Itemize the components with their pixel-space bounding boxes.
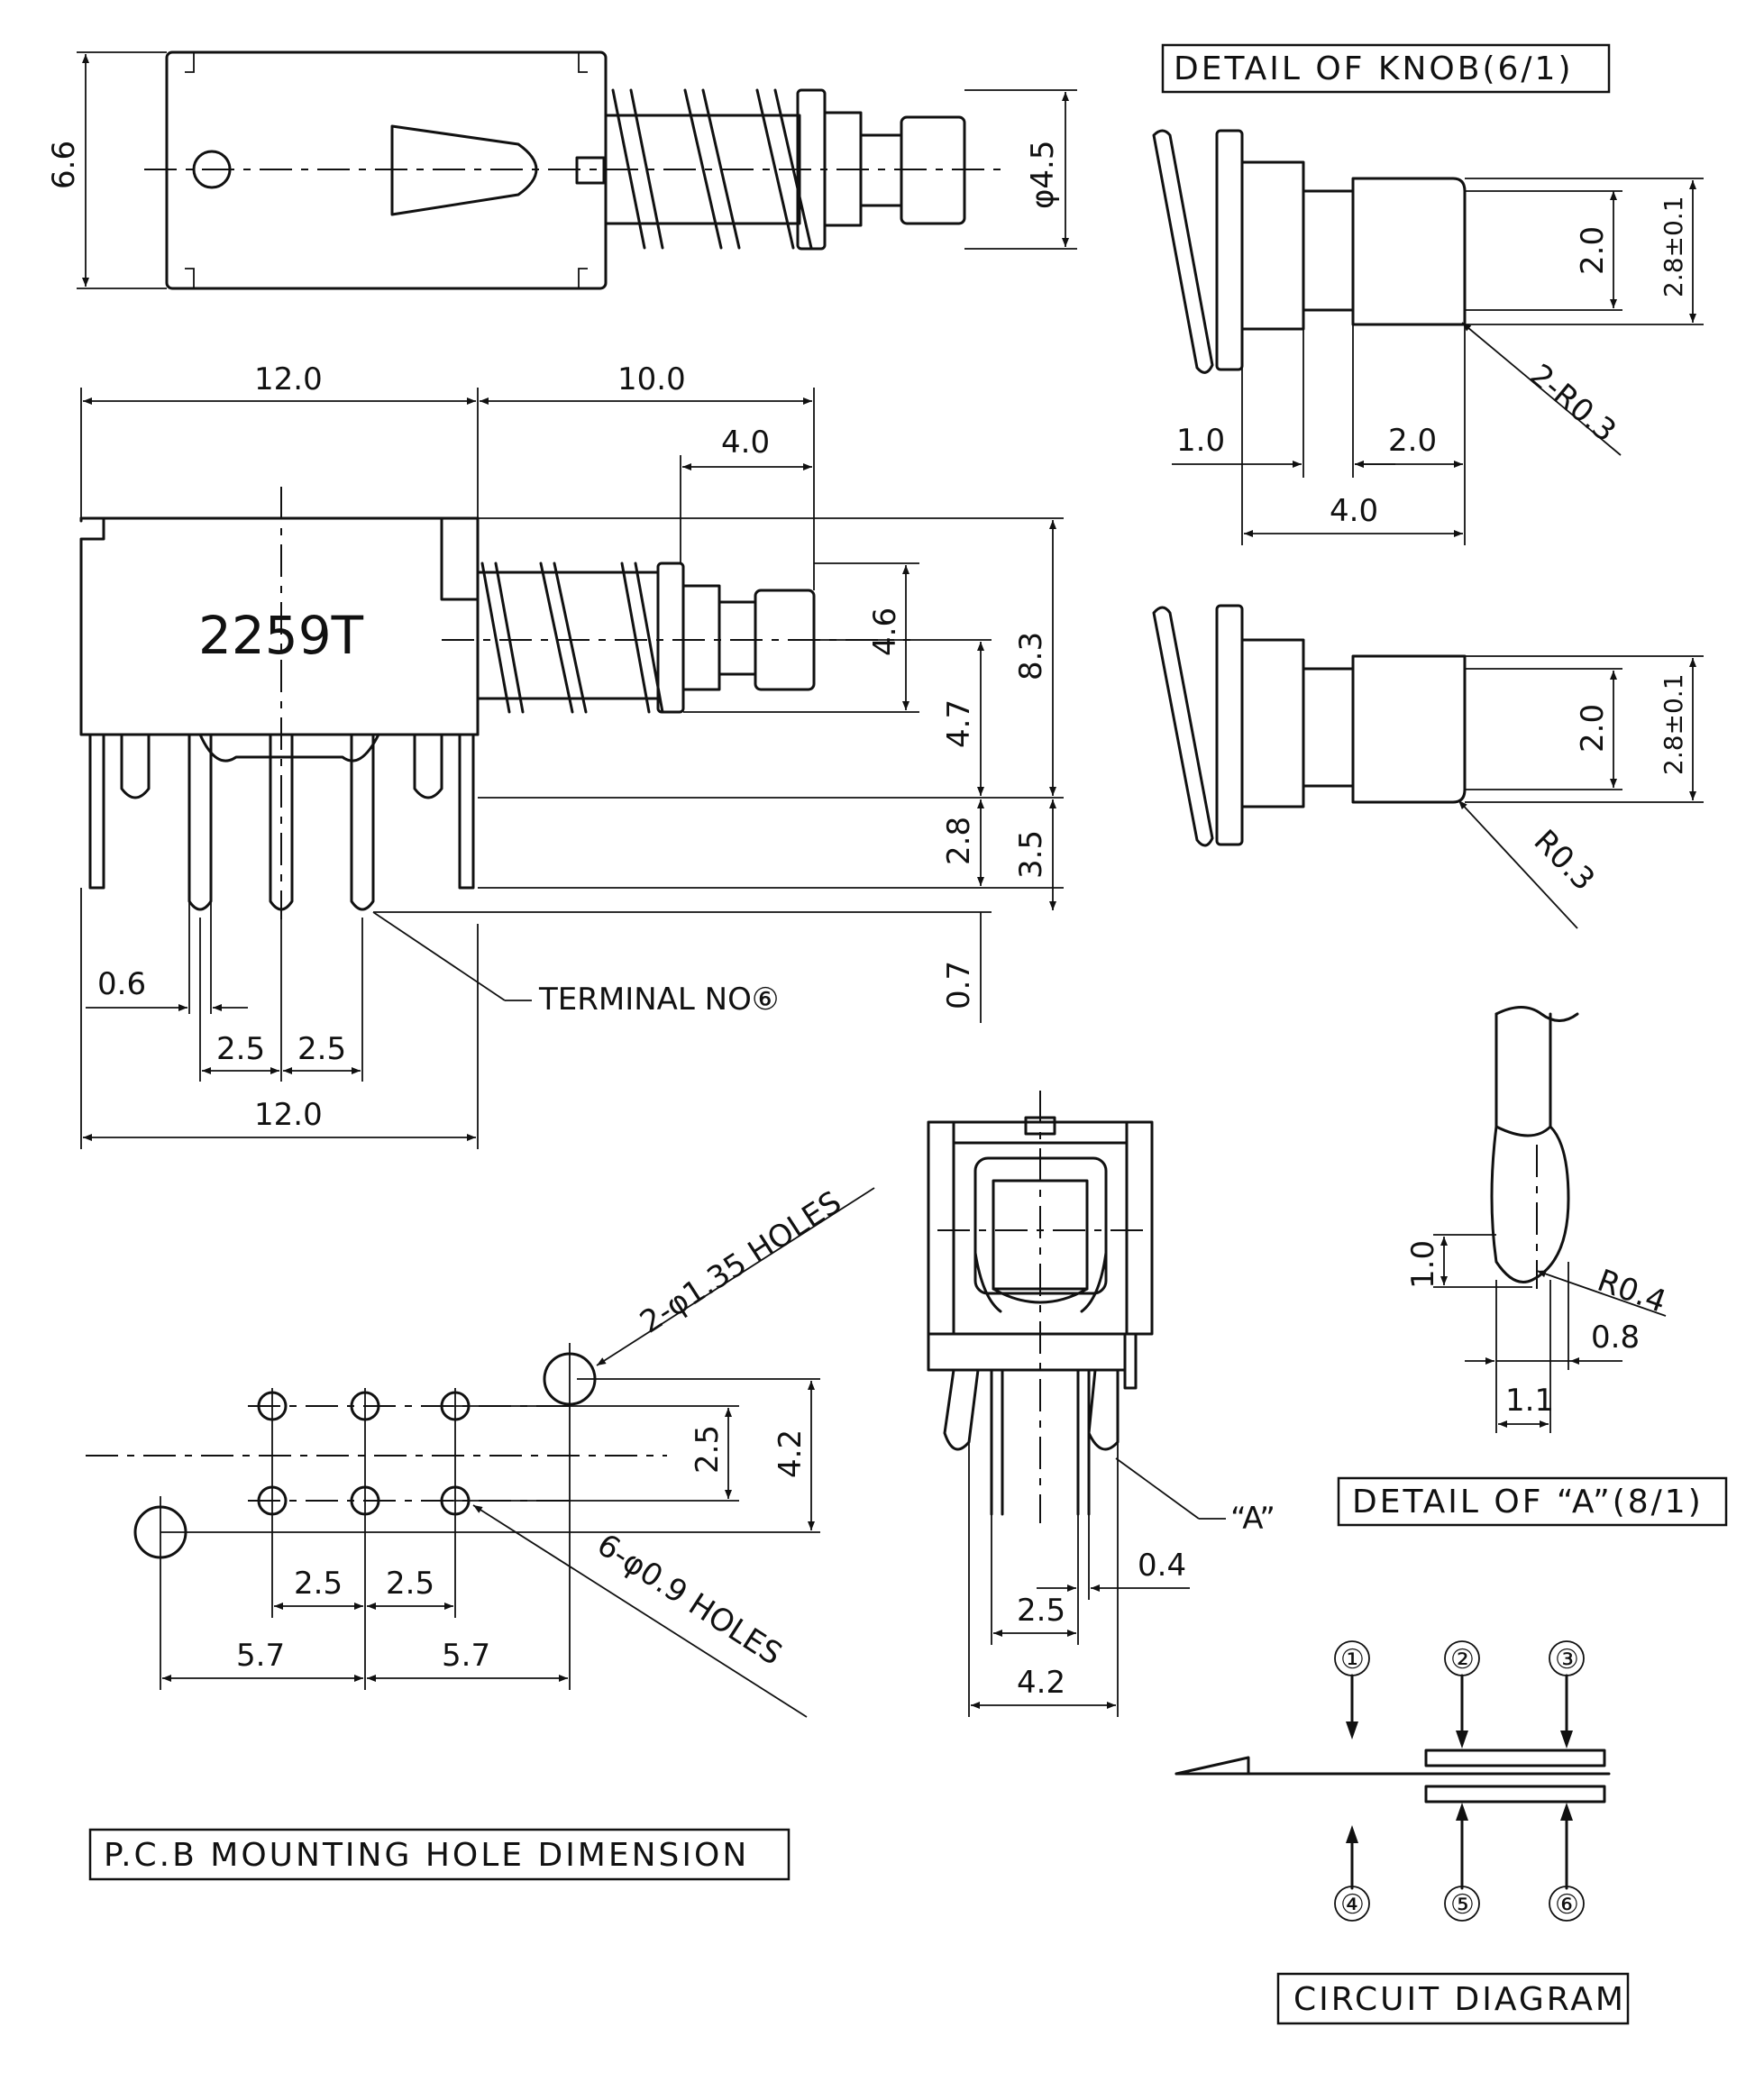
- terminal-callout: TERMINAL NO⑥: [538, 982, 779, 1018]
- detail-a-dim-1-0: 1.0: [1405, 1240, 1441, 1289]
- detail-a-dim-1-1: 1.1: [1505, 1383, 1554, 1419]
- pcb-dim-5-7a: 5.7: [236, 1638, 285, 1674]
- front-view: 2259T 12.0 10.0 4.0 4.6 8.3 4.7: [79, 361, 1064, 1149]
- dim-pitch-b: 2.5: [297, 1031, 346, 1067]
- terminal-4: ④: [1340, 1889, 1365, 1921]
- detail-knob-title: DETAIL OF KNOB(6/1): [1174, 50, 1574, 87]
- knob-detail-2-0: 2.0: [1575, 226, 1611, 275]
- pcb-title: P.C.B MOUNTING HOLE DIMENSION: [104, 1837, 749, 1874]
- terminal-3: ③: [1555, 1644, 1579, 1676]
- top-view: 6.6 φ4.5: [46, 50, 1077, 290]
- dim-top-height: 6.6: [46, 141, 82, 189]
- circuit-diagram: ① ② ③ ④ ⑤ ⑥ CIRCUIT DIAGRAM: [1174, 1640, 1630, 2025]
- detail-a: 1.0 R0.4 0.8 1.1 DETAIL OF “A”(8/1): [1337, 1006, 1728, 1527]
- pcb-dim-2-5v: 2.5: [690, 1425, 726, 1474]
- dim-width-plunger: 10.0: [617, 361, 686, 397]
- terminal-6: ⑥: [1555, 1889, 1579, 1921]
- dim-width-bottom: 12.0: [254, 1097, 323, 1133]
- knob-detail-2-0c: 2.0: [1575, 704, 1611, 753]
- dim-width-body: 12.0: [254, 361, 323, 397]
- knob-detail-2-0b: 2.0: [1388, 423, 1437, 459]
- side-dim-4-2: 4.2: [1017, 1665, 1065, 1701]
- terminal-1: ①: [1340, 1644, 1365, 1676]
- side-dim-0-4: 0.4: [1138, 1548, 1186, 1584]
- detail-knob: DETAIL OF KNOB(6/1) 2.0 2.8±0.1 2-R0.3 1…: [1152, 43, 1704, 929]
- holes-small-callout: 6-φ0.9 HOLES: [590, 1527, 788, 1673]
- knob-detail-1-0: 1.0: [1176, 423, 1225, 459]
- dim-knob-diameter: φ4.5: [1025, 141, 1061, 210]
- detail-a-dim-0-8: 0.8: [1591, 1320, 1640, 1356]
- dim-height-8-3: 8.3: [1013, 632, 1049, 680]
- dim-knob-height: 4.6: [867, 607, 903, 656]
- side-view: “A” 0.4 2.5 4.2: [927, 1091, 1275, 1717]
- terminal-5: ⑤: [1450, 1889, 1475, 1921]
- side-dim-2-5: 2.5: [1017, 1593, 1065, 1629]
- pcb-dim-2-5a: 2.5: [294, 1566, 343, 1602]
- dim-pin-width: 0.6: [97, 966, 146, 1002]
- dim-knob-length: 4.0: [721, 425, 770, 461]
- dim-height-4-7: 4.7: [941, 699, 977, 748]
- terminal-2: ②: [1450, 1644, 1475, 1676]
- dim-height-3-5: 3.5: [1013, 830, 1049, 879]
- knob-radius-2: 2-R0.3: [1522, 357, 1622, 449]
- circuit-title: CIRCUIT DIAGRAM: [1293, 1981, 1626, 2018]
- pcb-dim-4-2: 4.2: [772, 1429, 809, 1478]
- detail-a-callout: “A”: [1230, 1501, 1275, 1537]
- dim-height-0-7: 0.7: [941, 961, 977, 1009]
- holes-big-callout: 2-φ1.35 HOLES: [634, 1184, 847, 1341]
- knob-detail-4-0: 4.0: [1330, 493, 1378, 529]
- pcb-dim-5-7b: 5.7: [442, 1638, 490, 1674]
- dim-height-2-8: 2.8: [941, 817, 977, 865]
- detail-a-title: DETAIL OF “A”(8/1): [1352, 1484, 1704, 1521]
- pcb-dim-2-5b: 2.5: [386, 1566, 434, 1602]
- knob-detail-2-8b: 2.8±0.1: [1659, 673, 1688, 775]
- pcb-mounting: 2-φ1.35 HOLES 6-φ0.9 HOLES 2.5 4.2 2.5 2…: [86, 1184, 875, 1881]
- knob-detail-2-8: 2.8±0.1: [1659, 196, 1688, 297]
- dim-pitch-a: 2.5: [216, 1031, 265, 1067]
- detail-a-radius: R0.4: [1593, 1263, 1671, 1320]
